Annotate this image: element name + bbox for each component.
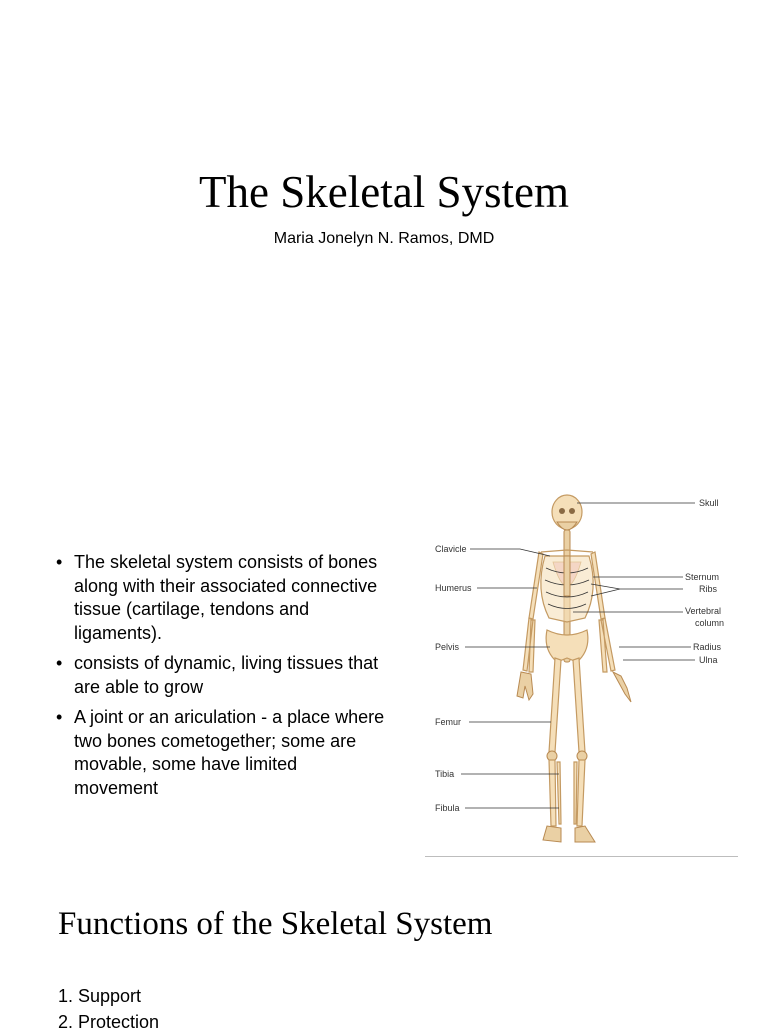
label-column: column [695, 618, 724, 628]
left-lower-leg [548, 759, 562, 827]
label-tibia: Tibia [435, 769, 454, 779]
slide-subtitle: Maria Jonelyn N. Ramos, DMD [273, 230, 495, 247]
bullet-text: A joint or an ariculation - a place wher… [74, 707, 385, 798]
pelvis-bone [545, 629, 589, 663]
bullet-symbol: • [56, 707, 63, 727]
label-radius: Radius [693, 642, 722, 652]
sternum-bone [563, 555, 571, 597]
eye-socket [569, 508, 575, 514]
right-femur [572, 657, 586, 753]
right-forearm [598, 617, 616, 673]
functions-list: 1. Support 2. Protection [58, 983, 159, 1035]
label-humerus: Humerus [435, 583, 472, 593]
label-femur: Femur [435, 717, 461, 727]
bullet-text: The skeletal system consists of bones al… [74, 552, 378, 643]
diagram-divider [425, 856, 738, 857]
bullet-item: • consists of dynamic, living tissues tha… [56, 652, 386, 699]
right-lower-leg [573, 759, 586, 827]
skeleton-illustration [516, 494, 632, 843]
eye-socket [559, 508, 565, 514]
right-hand [611, 670, 632, 703]
slide-title: The Skeletal System [199, 167, 569, 217]
label-skull: Skull [699, 498, 719, 508]
left-foot [542, 825, 562, 843]
functions-heading: Functions of the Skeletal System [58, 906, 493, 942]
bullet-list: • The skeletal system consists of bones a… [56, 551, 386, 807]
leader-lines [461, 502, 695, 809]
label-sternum: Sternum [685, 572, 719, 582]
label-ribs: Ribs [699, 584, 718, 594]
left-humerus [528, 551, 544, 620]
bullet-symbol: • [56, 653, 63, 673]
left-femur [548, 657, 562, 753]
left-hand [516, 671, 534, 702]
skeleton-diagram: Skull Clavicle Humerus Sternum Ribs Vert… [435, 494, 724, 843]
title-slide: The Skeletal System Maria Jonelyn N. Ram… [0, 0, 768, 460]
functions-list-item: 1. Support [58, 986, 142, 1006]
label-clavicle: Clavicle [435, 544, 467, 554]
label-pelvis: Pelvis [435, 642, 460, 652]
jaw-bone [556, 521, 578, 531]
label-vertebral: Vertebral [685, 606, 721, 616]
functions-list-item: 2. Protection [58, 1012, 160, 1032]
bullet-text: consists of dynamic, living tissues that… [74, 653, 379, 697]
bullet-symbol: • [56, 552, 63, 572]
bullet-item: • A joint or an ariculation - a place whe… [56, 706, 386, 800]
right-foot [574, 825, 596, 843]
label-fibula: Fibula [435, 803, 460, 813]
clavicle-bone [540, 549, 594, 553]
label-ulna: Ulna [699, 655, 718, 665]
left-forearm [522, 617, 536, 673]
bullet-item: • The skeletal system consists of bones a… [56, 551, 386, 645]
